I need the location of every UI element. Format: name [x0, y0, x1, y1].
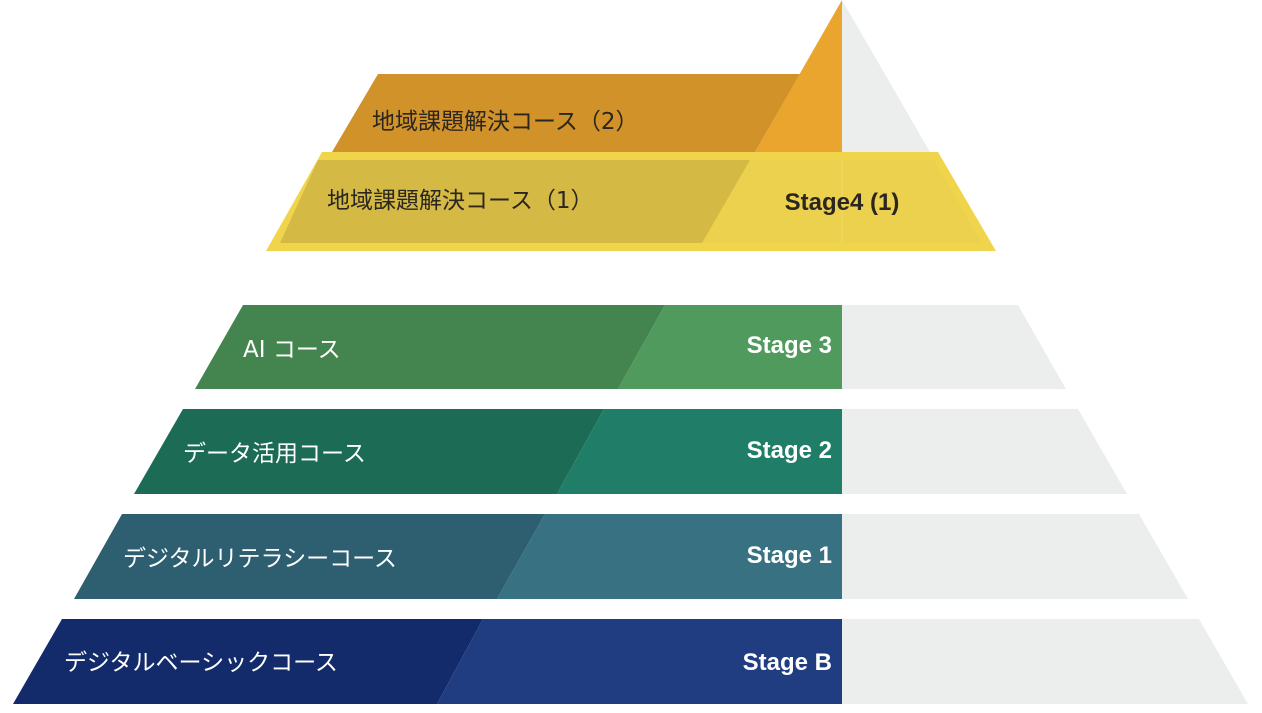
band-light — [755, 0, 842, 152]
gray-apex — [842, 0, 930, 152]
stage-label: Stage 2 — [747, 437, 832, 464]
gray-band-2 — [842, 409, 1127, 494]
course-label: デジタルリテラシーコース — [123, 546, 397, 572]
band-light — [437, 619, 842, 704]
course-label: AI コース — [243, 337, 341, 363]
course-label: 地域課題解決コース（1） — [327, 188, 593, 214]
band-dark — [13, 619, 483, 704]
level-stage-b: デジタルベーシックコース Stage B — [13, 619, 842, 704]
level-stage3: AI コース Stage 3 — [195, 305, 842, 389]
band-light — [557, 409, 842, 494]
gray-band-1 — [842, 514, 1188, 599]
band-dark — [74, 514, 545, 599]
stage-label: Stage B — [743, 649, 832, 676]
gray-band-b — [842, 619, 1248, 704]
course-label: 地域課題解決コース（2） — [372, 109, 638, 135]
band-dark — [195, 305, 665, 389]
band-light — [618, 305, 842, 389]
band-dark — [280, 160, 750, 243]
level-stage1: デジタルリテラシーコース Stage 1 — [74, 514, 842, 599]
level-stage4-2: 地域課題解決コース（2） — [332, 0, 842, 152]
stage-label: Stage4 (1) — [785, 189, 900, 216]
level-stage2: データ活用コース Stage 2 — [134, 409, 842, 494]
stage-label: Stage 1 — [747, 542, 832, 569]
course-label: デジタルベーシックコース — [64, 650, 338, 676]
band-dark — [134, 409, 604, 494]
band-light — [497, 514, 842, 599]
stage-label: Stage 3 — [747, 332, 832, 359]
band-dark — [332, 74, 800, 152]
gray-band-3 — [842, 305, 1066, 389]
level-stage4-1: 地域課題解決コース（1） Stage4 (1) — [266, 152, 996, 251]
course-label: データ活用コース — [183, 441, 366, 467]
